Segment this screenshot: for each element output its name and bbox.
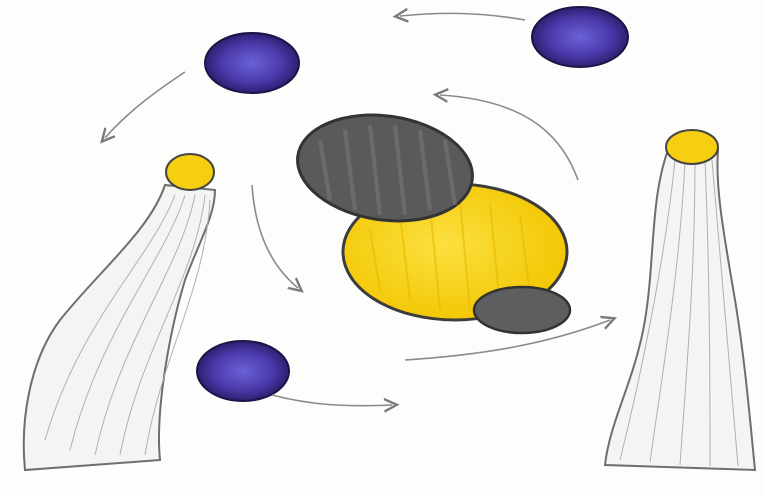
orbit-arrow-top-icon [400, 13, 525, 20]
purple-planet-bottom-left-icon [197, 341, 289, 401]
left-column-icon [24, 154, 215, 470]
orbit-arrow-left-icon [252, 185, 298, 288]
left-column-yellow-top-icon [166, 154, 214, 190]
small-gray-body-icon [474, 287, 570, 333]
orbit-arrow-bottom-left-icon [272, 395, 392, 406]
purple-planet-top-right-icon [532, 7, 628, 67]
right-column-icon [605, 130, 755, 470]
purple-planet-top-left-icon [205, 33, 299, 93]
orbit-arrow-top-left-icon [105, 72, 185, 138]
right-column-yellow-top-icon [666, 130, 718, 164]
